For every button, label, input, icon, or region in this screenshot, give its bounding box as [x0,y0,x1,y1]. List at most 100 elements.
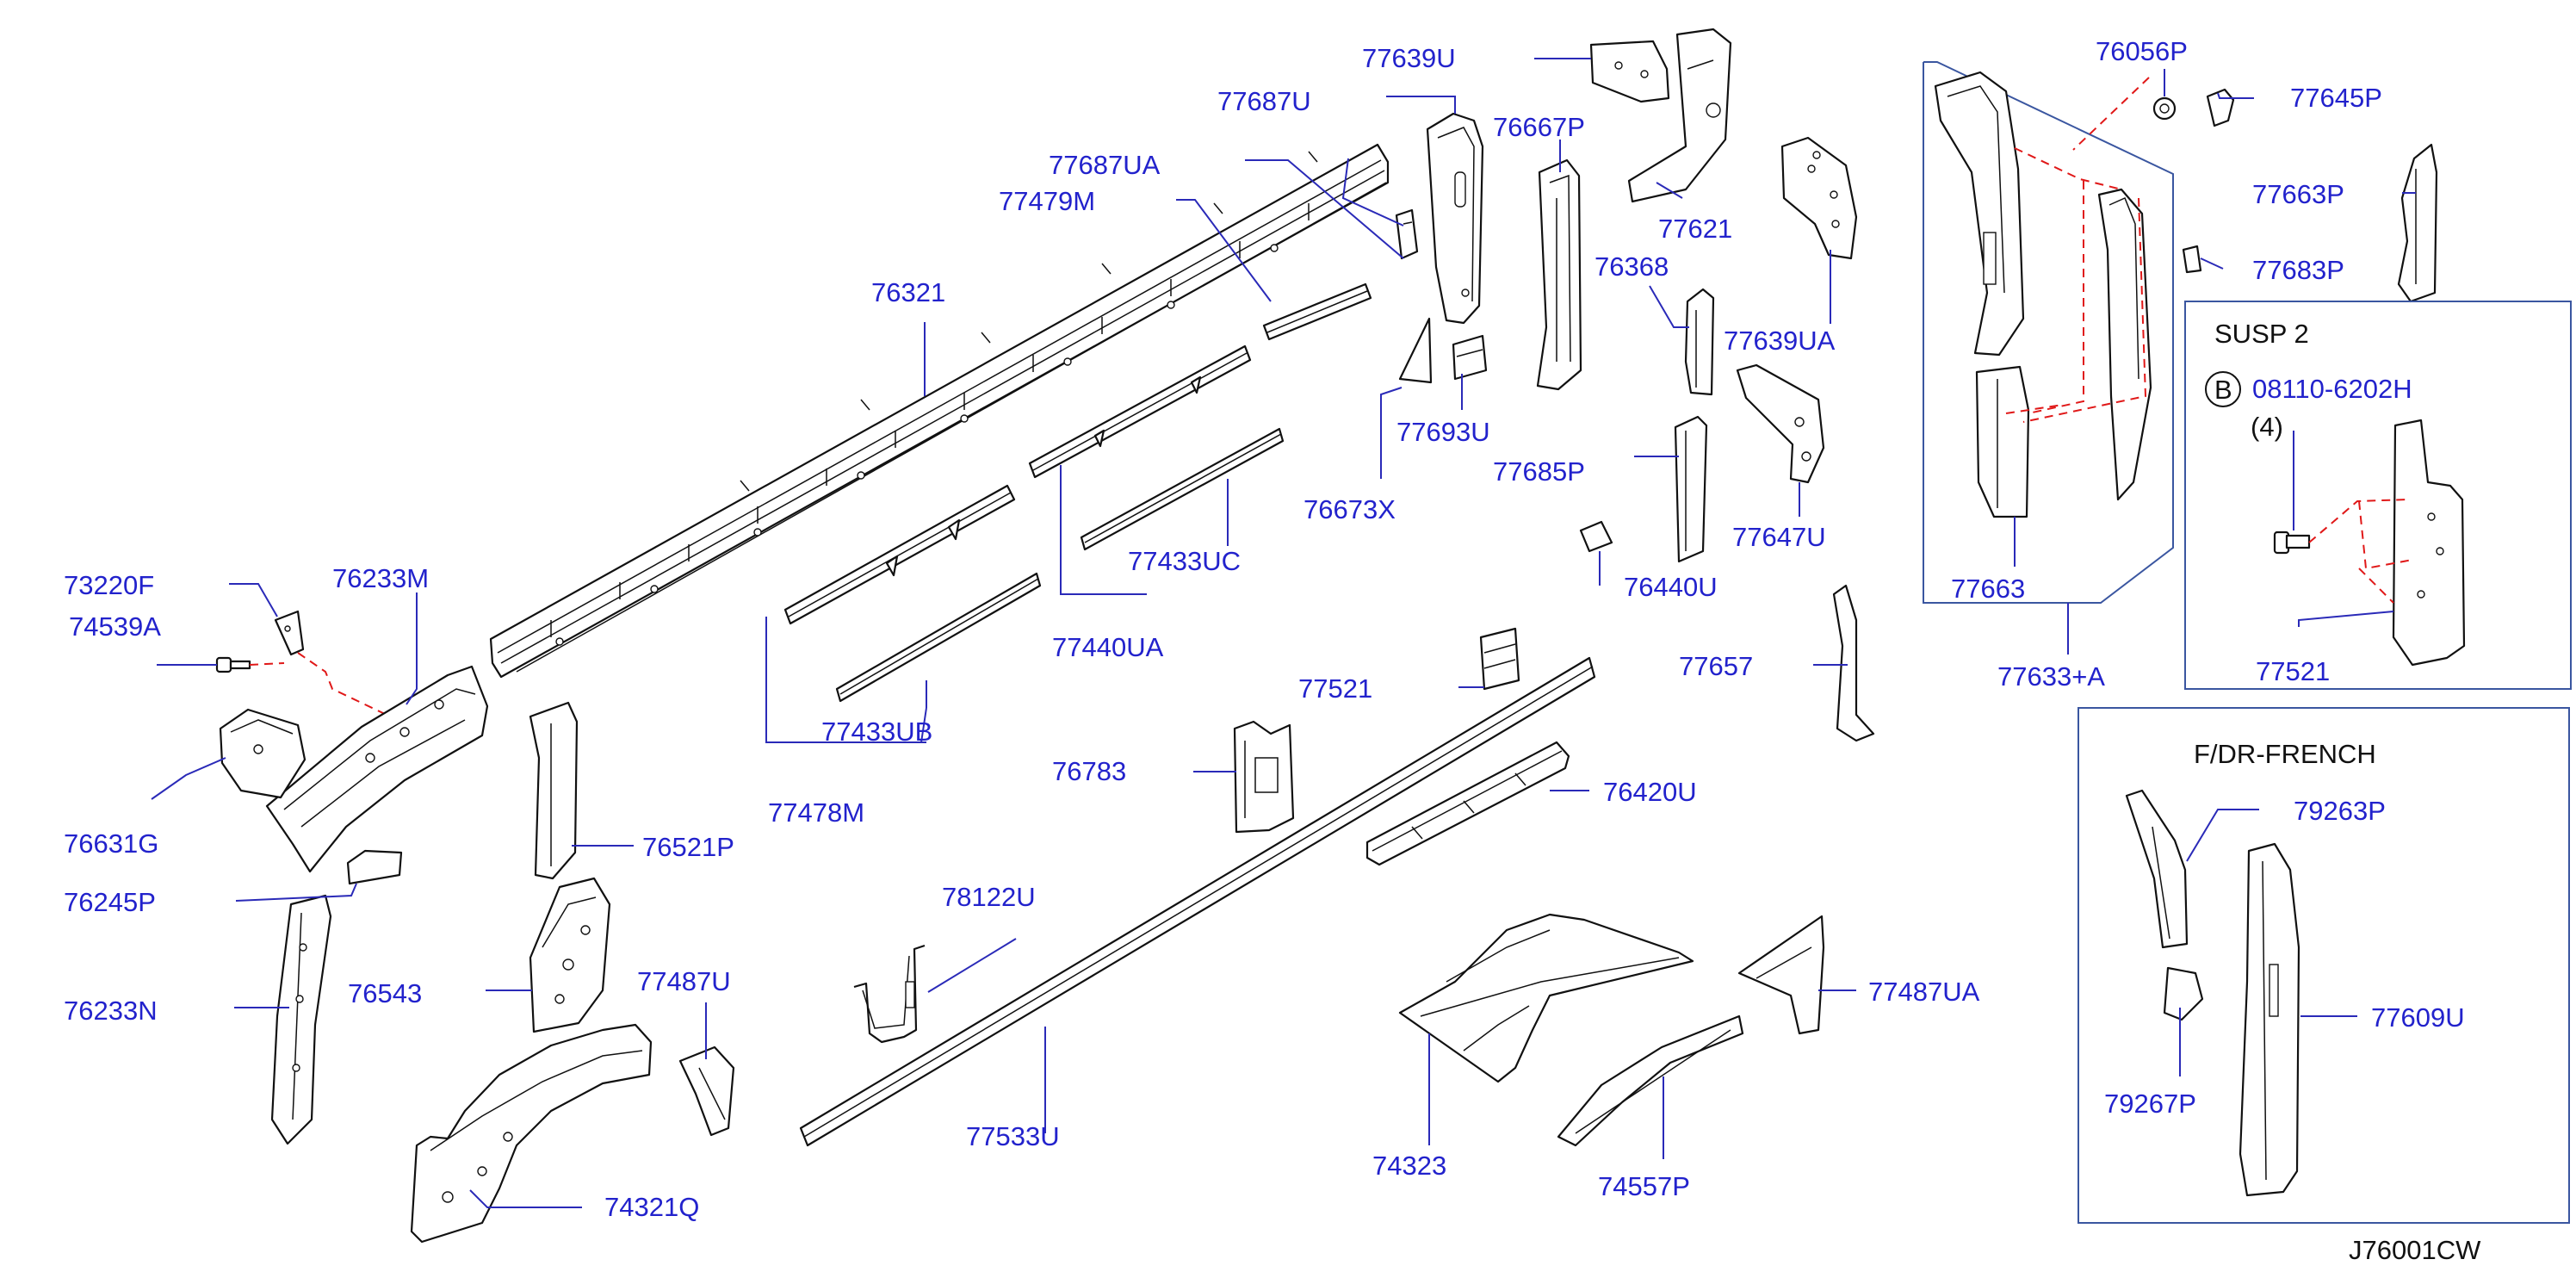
bolt-qty: (4) [2251,412,2283,442]
part-76521P [529,701,579,880]
label-77647U: 77647U [1732,522,1826,552]
part-79267P [2163,966,2204,1021]
dashed-guides-susp [2308,499,2413,604]
label-77433UB: 77433UB [821,717,932,747]
dashed-guide-73220F [249,652,406,724]
part-77609U [2239,842,2300,1197]
part-77440UA-rail [1028,344,1252,479]
part-77687U [1395,208,1419,260]
part-73220F [274,610,305,656]
label-74539A: 74539A [69,611,161,642]
label-77687U: 77687U [1217,86,1311,116]
part-76233N [270,894,332,1145]
part-76245P [346,849,403,885]
label-77663: 77663 [1951,574,2025,604]
leader-lines [151,58,2416,1208]
label-76420U: 76420U [1603,777,1697,807]
diagram-id: J76001CW [2349,1235,2481,1265]
part-77487U [678,1045,735,1137]
part-74323 [1398,913,1694,1083]
bolt-part-number: 08110-6202H [2252,374,2412,404]
part-74321Q [410,1023,653,1244]
label-77645P: 77645P [2290,83,2382,113]
label-76321: 76321 [871,277,945,307]
inset-susp: SUSP 2 B 08110-6202H (4) [2184,301,2572,690]
label-78122U: 78122U [942,882,1036,912]
label-79263P: 79263P [2294,796,2386,826]
part-76631G [219,708,307,799]
part-74539A-bolt [215,656,251,673]
label-77639UA: 77639UA [1724,326,1836,356]
part-76321-rail [489,143,1390,679]
label-74321Q: 74321Q [604,1192,699,1222]
label-77521-susp: 77521 [2256,656,2330,686]
part-76440U [1579,520,1613,553]
part-77521 [1479,627,1520,691]
label-76056P: 76056P [2096,36,2188,66]
label-77693U: 77693U [1396,417,1490,447]
label-76368: 76368 [1595,251,1669,282]
inset-french: F/DR-FRENCH [2078,707,2570,1224]
label-77687UA: 77687UA [1049,150,1161,180]
label-77478M: 77478M [768,797,864,828]
label-77487U: 77487U [637,966,731,996]
label-77479M: 77479M [999,186,1095,216]
label-79267P: 79267P [2104,1089,2196,1119]
part-76420U [1365,741,1570,866]
part-77433UC [1080,427,1285,551]
label-77683P: 77683P [2252,255,2344,285]
part-77657 [1832,584,1875,742]
part-77487UA [1737,915,1825,1035]
part-77663 [1975,365,2030,518]
dashed-guides-77633A [2005,77,2150,423]
label-76233N: 76233N [64,996,158,1026]
part-77683P [2182,245,2202,274]
part-labels: 77639U 77687U 77687UA 77479M 76321 76667… [64,36,2481,1265]
label-76783: 76783 [1052,756,1126,786]
part-77521-susp [2392,419,2466,667]
label-76631G: 76631G [64,828,158,859]
bolt-marker-circle [2205,371,2241,407]
bolt-marker: B [2214,375,2232,405]
label-77633A: 77633+A [1997,661,2105,692]
label-77440UA: 77440UA [1052,632,1164,662]
label-77657: 77657 [1679,651,1753,681]
part-76368 [1684,288,1715,396]
label-77533U: 77533U [966,1121,1060,1151]
label-76521P: 76521P [642,832,734,862]
part-77685P [1674,415,1708,563]
part-76783 [1233,720,1295,834]
label-77609U: 77609U [2371,1002,2465,1033]
part-78122U [853,944,926,1044]
part-77479M [1262,282,1372,341]
susp-title: SUSP 2 [2214,319,2309,349]
part-77478M-rail [783,484,1016,625]
label-74323: 74323 [1372,1151,1446,1181]
part-74557P [1557,1014,1744,1147]
label-77621: 77621 [1658,214,1732,244]
label-76673X: 76673X [1303,494,1396,524]
label-76233M: 76233M [332,563,429,593]
part-77639U-bracket [1589,40,1670,103]
part-77693U [1452,334,1488,381]
part-76233M [265,665,489,873]
part-77639U [1426,112,1484,325]
label-74557P: 74557P [1598,1171,1690,1201]
part-77633A-inner [2097,188,2152,501]
part-77647U [1736,363,1825,484]
label-76440U: 76440U [1624,572,1718,602]
label-76543: 76543 [348,978,422,1008]
part-77663P [2397,143,2438,303]
part-77639UA [1780,136,1858,260]
part-76667P [1536,158,1582,391]
label-77663P: 77663P [2252,179,2344,209]
french-title: F/DR-FRENCH [2194,739,2376,769]
part-76673X [1398,317,1433,384]
label-77433UC: 77433UC [1128,546,1241,576]
label-77685P: 77685P [1493,456,1585,487]
part-77663-upper [1934,71,2025,357]
group-box-77633A [1923,61,2174,604]
label-73220F: 73220F [64,570,154,600]
part-77433UB [835,572,1042,703]
